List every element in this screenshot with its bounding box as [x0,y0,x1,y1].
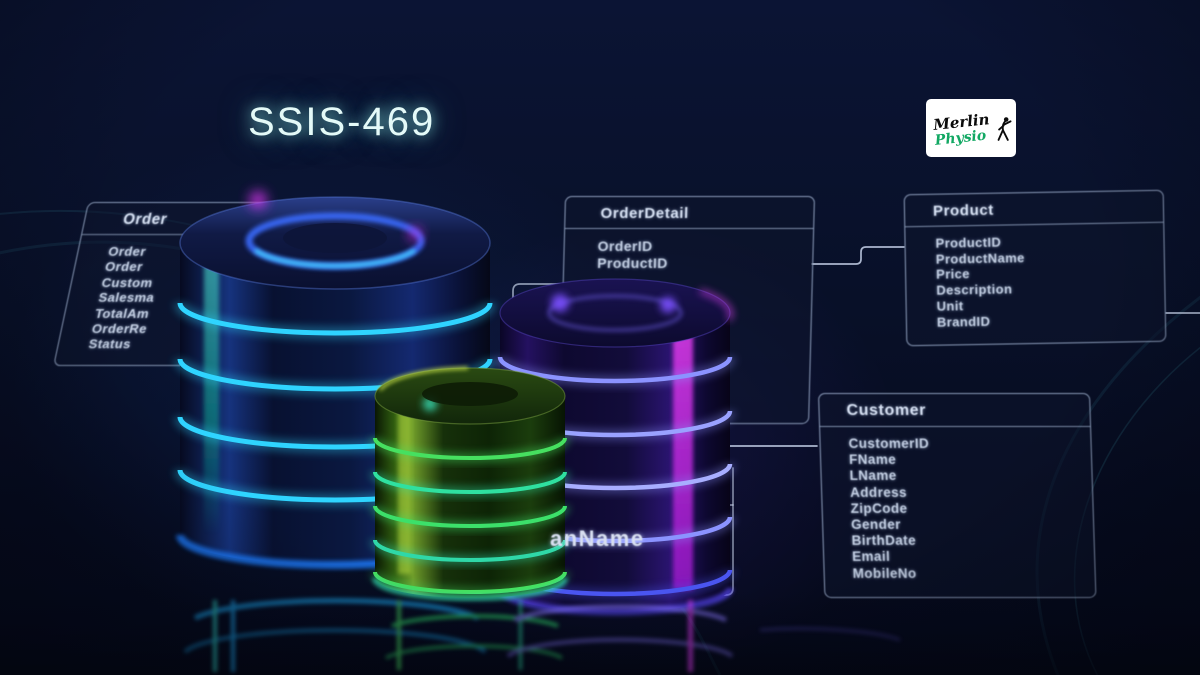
order-field: Status [87,336,133,352]
order-table-title: Order [81,203,273,235]
stretching-person-icon [997,116,1012,141]
customer-field: Email [851,549,891,565]
page-title: SSIS-469 [248,100,436,144]
connector-orderdetail-left [512,283,566,315]
floor-reflections [183,598,901,672]
product-table-title: Product [904,190,1164,228]
orderdetail-field: ProductID [597,255,668,271]
customer-field: Gender [850,517,902,533]
order-field: TotalAm [93,305,151,321]
logo-wordmark: Merlin Physio [932,110,992,149]
order-table: Order Order Order Custom Salesma TotalAm… [53,202,275,366]
customer-field: BirthDate [851,533,917,549]
order-field: Salesma [97,290,156,306]
connector-orderdetail-product [811,246,905,265]
product-table-fields: ProductID ProductName Price Description … [905,223,1165,331]
ambient-glow-blue [10,120,650,640]
order-field: OrderRe [90,321,149,337]
orderdetail-table-title: OrderDetail [565,197,814,229]
customer-field: MobileNo [852,565,917,581]
merlin-physio-logo: Merlin Physio [926,99,1016,157]
order-field: Order [106,244,148,259]
order-field: Custom [100,274,155,290]
customer-field: FName [848,452,897,468]
customer-table-fields: CustomerID FName LName Address ZipCode G… [820,427,1095,582]
customer-field: CustomerID [848,436,930,451]
database-cylinder-green [369,366,571,601]
order-field: Order [103,259,145,275]
customer-table-title: Customer [819,394,1091,427]
orderdetail-table: OrderDetail OrderID ProductID [559,196,815,424]
floor-shadow [0,595,1200,675]
orderdetail-field: OrderID [597,238,653,254]
hidden-table-outline [659,467,734,596]
customer-field: Address [849,484,908,500]
order-table-fields: Order Order Custom Salesma TotalAm Order… [57,235,266,352]
orderdetail-table-fields: OrderID ProductID [564,229,813,272]
customer-field: ZipCode [850,500,908,516]
product-field: BrandID [936,313,991,330]
customer-field: LName [849,468,897,484]
hidden-table-field-fragment: anName [550,526,645,551]
product-table: Product ProductID ProductName Price Desc… [903,189,1167,347]
customer-table: Customer CustomerID FName LName Address … [818,393,1097,598]
